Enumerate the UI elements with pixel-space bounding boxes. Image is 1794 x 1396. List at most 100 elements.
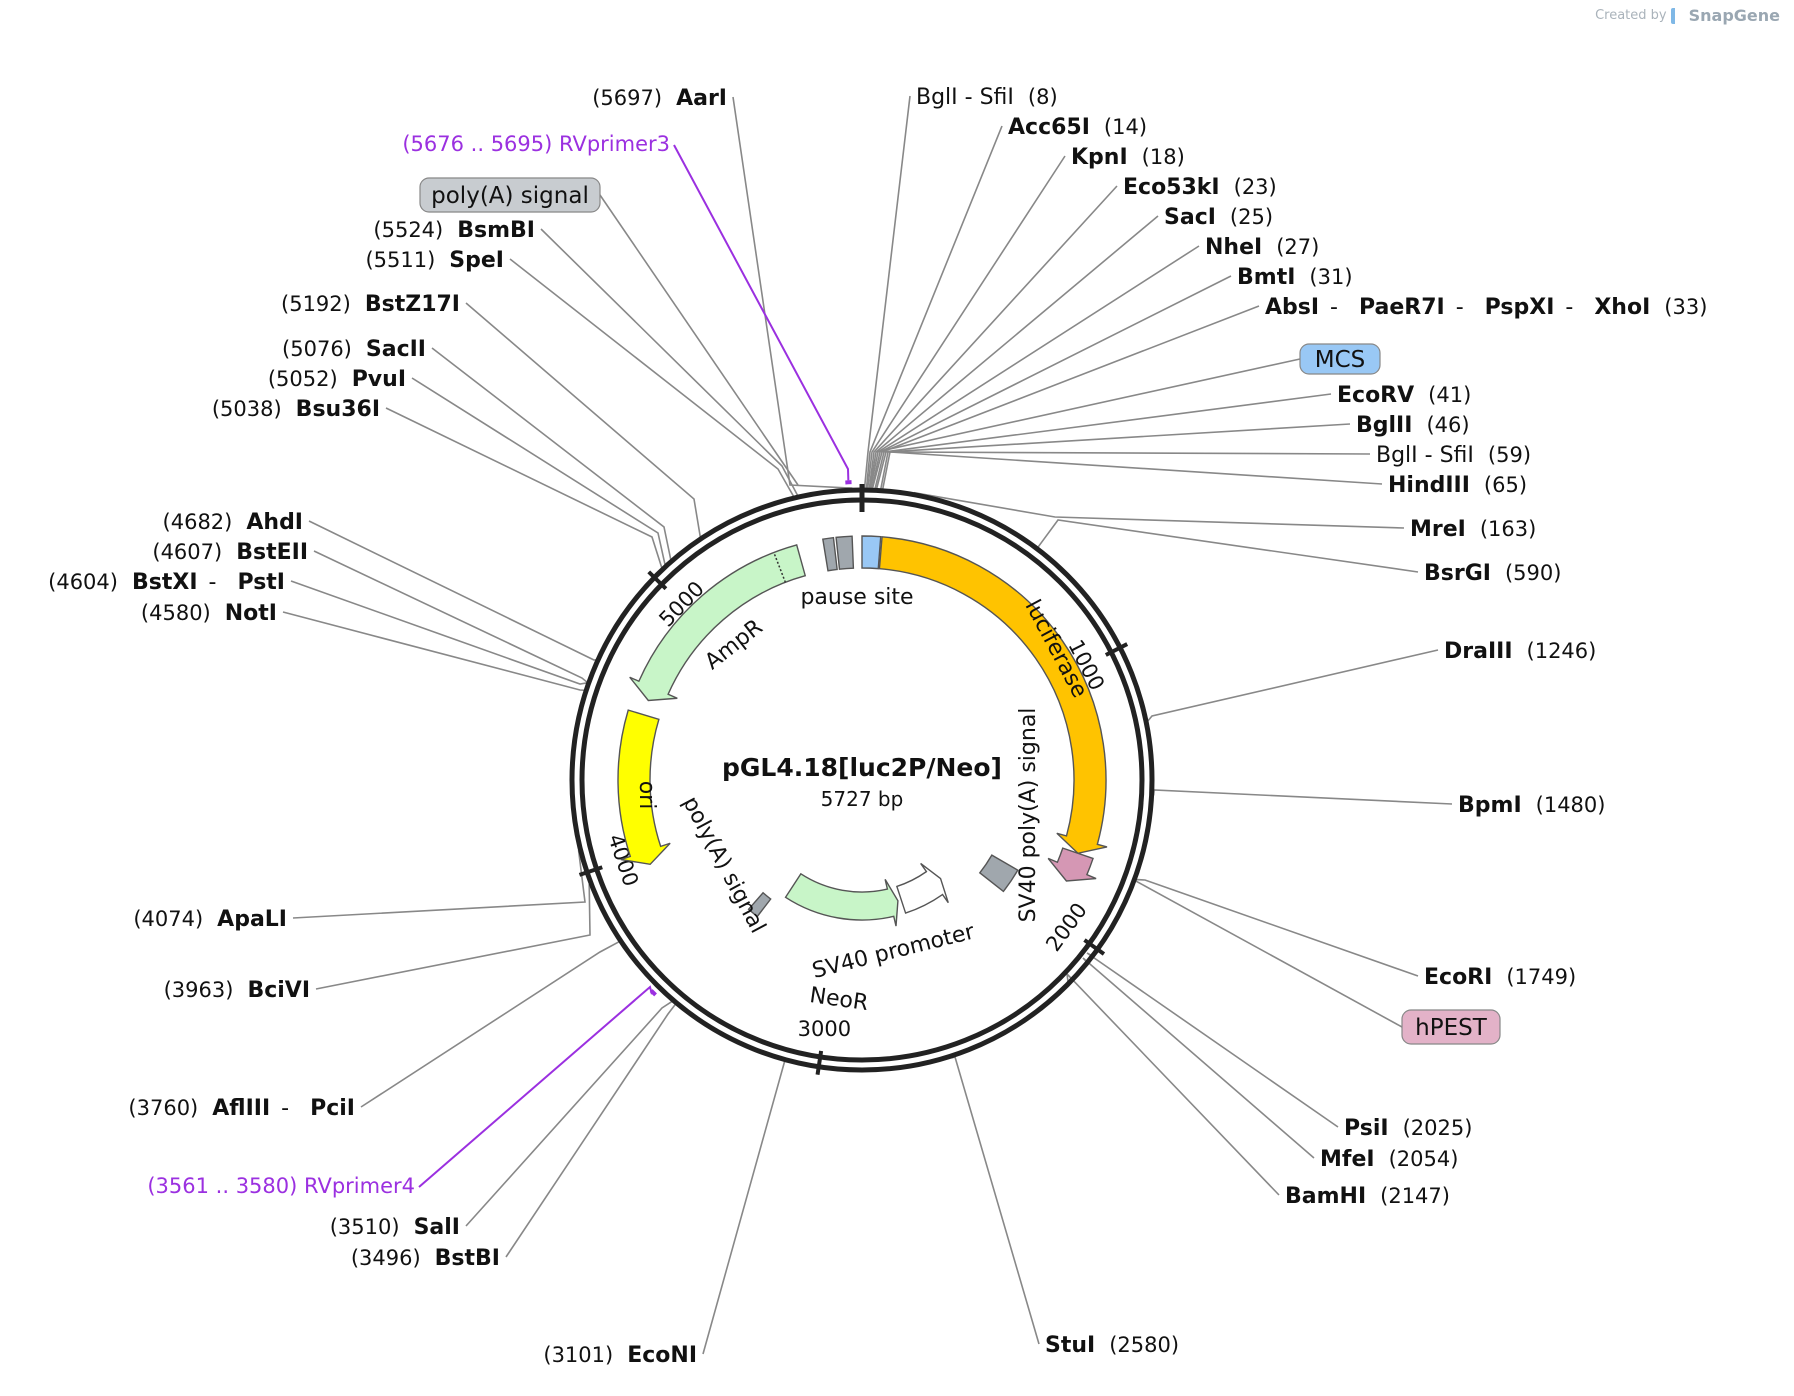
restriction-site-5192[interactable]: (5192)BstZ17I	[281, 292, 460, 317]
site-leader-2025	[1086, 952, 1339, 1128]
enzyme-name: AarI	[676, 86, 727, 111]
restriction-sites: (5697)AarI BglI - SfiI(8) Acc65I(14) KpnI(1…	[48, 85, 1707, 1368]
enzyme-name: SalI	[414, 1215, 460, 1240]
enzyme-name: PstI	[237, 570, 285, 595]
enzyme-name: NheI	[1205, 235, 1262, 260]
restriction-site-5524[interactable]: (5524)BsmBI	[373, 218, 535, 243]
site-position: (4580)	[141, 601, 211, 625]
site-separator: -	[1323, 295, 1345, 320]
callout-box-mcs[interactable]	[1299, 343, 1381, 375]
primer-leader-5676	[673, 144, 850, 481]
feature-pause-site-2[interactable]	[822, 536, 838, 572]
restriction-site-3760[interactable]: (3760)AflIII - PciI	[128, 1096, 355, 1121]
restriction-site-4607[interactable]: (4607)BstEII	[152, 540, 308, 565]
restriction-site-2580[interactable]: StuI(2580)	[1045, 1333, 1179, 1358]
restriction-site-18[interactable]: KpnI(18)	[1071, 145, 1185, 170]
callout-label-hpest: hPEST	[1415, 1015, 1488, 1041]
feature-neor[interactable]	[784, 872, 899, 927]
enzyme-name: PvuI	[352, 367, 406, 392]
restriction-site-41[interactable]: EcoRV(41)	[1337, 383, 1471, 408]
restriction-site-5697[interactable]: (5697)AarI	[592, 86, 727, 111]
enzyme-name: Acc65I	[1008, 115, 1090, 140]
restriction-site-1246[interactable]: DraIII(1246)	[1444, 639, 1596, 664]
site-position: (23)	[1234, 175, 1277, 199]
site-leader-5038	[385, 407, 663, 568]
site-position: (590)	[1505, 561, 1561, 585]
enzyme-name: PspXI	[1485, 295, 1555, 320]
restriction-site-31[interactable]: BmtI(31)	[1237, 265, 1353, 290]
restriction-site-3510[interactable]: (3510)SalI	[330, 1215, 460, 1240]
restriction-site-14[interactable]: Acc65I(14)	[1008, 115, 1147, 140]
site-leader-5076	[431, 347, 672, 560]
primer-label-3561[interactable]: (3561 .. 3580) RVprimer4	[147, 1174, 415, 1198]
restriction-site-1480[interactable]: BpmI(1480)	[1458, 793, 1605, 818]
callout-box-hpest[interactable]	[1401, 1009, 1501, 1045]
restriction-site-2025[interactable]: PsiI(2025)	[1344, 1116, 1472, 1141]
restriction-site-5038[interactable]: (5038)Bsu36I	[212, 397, 380, 422]
feature-hpest[interactable]	[1047, 847, 1097, 882]
feature-label-pause-site: pause site	[800, 585, 913, 610]
restriction-site-23[interactable]: Eco53kI(23)	[1123, 175, 1277, 200]
callout-leader-poly-a-signal	[599, 194, 799, 486]
feature-ori[interactable]	[617, 709, 671, 866]
enzyme-name: SacII	[366, 337, 426, 362]
restriction-site-5511[interactable]: (5511)SpeI	[365, 248, 504, 273]
restriction-site-8[interactable]: BglI - SfiI(8)	[916, 85, 1058, 110]
restriction-site-4580[interactable]: (4580)NotI	[141, 601, 277, 626]
restriction-site-2054[interactable]: MfeI(2054)	[1320, 1147, 1458, 1172]
plasmid-length: 5727 bp	[821, 787, 904, 811]
restriction-site-4604[interactable]: (4604)BstXI - PstI	[48, 570, 285, 595]
site-position: (5511)	[365, 248, 435, 272]
restriction-site-4682[interactable]: (4682)AhdI	[163, 510, 303, 535]
primer-label-5676[interactable]: (5676 .. 5695) RVprimer3	[402, 132, 670, 156]
restriction-site-59[interactable]: BglI - SfiI(59)	[1376, 443, 1531, 468]
site-leader-2147	[1065, 971, 1280, 1196]
site-leader-5192	[465, 302, 702, 538]
site-position: (1480)	[1536, 793, 1606, 817]
restriction-site-25[interactable]: SacI(25)	[1164, 205, 1273, 230]
site-leader-590	[1037, 519, 1419, 573]
restriction-site-5052[interactable]: (5052)PvuI	[268, 367, 406, 392]
site-separator: BglI - SfiI	[1376, 443, 1474, 468]
site-position: (2025)	[1403, 1116, 1473, 1140]
feature-pause-site[interactable]	[835, 535, 855, 570]
site-position: (65)	[1484, 473, 1527, 497]
restriction-site-33[interactable]: AbsI - PaeR7I - PspXI - XhoI(33)	[1265, 295, 1707, 320]
restriction-site-46[interactable]: BglII(46)	[1356, 413, 1470, 438]
enzyme-name: StuI	[1045, 1333, 1095, 1358]
site-separator: -	[274, 1096, 296, 1121]
feature-sv40-promoter[interactable]	[895, 862, 949, 914]
restriction-site-3101[interactable]: (3101)EcoNI	[543, 1343, 697, 1368]
feature-sv40-poly-a-signal[interactable]	[978, 854, 1019, 893]
enzyme-name: BstXI	[132, 570, 198, 595]
enzyme-name: Bsu36I	[296, 397, 380, 422]
feature-poly-a-signal[interactable]	[747, 891, 772, 918]
callout-box-poly-a-signal[interactable]	[419, 177, 601, 213]
site-leader-5511	[509, 258, 795, 497]
site-position: (33)	[1664, 295, 1707, 319]
feature-luciferase[interactable]	[878, 536, 1108, 855]
feature-label-neor: NeoR	[808, 983, 870, 1016]
primer-mark-3561-3580-rvprimer4	[649, 989, 657, 997]
site-position: (4604)	[48, 570, 118, 594]
plasmid-center: pGL4.18[luc2P/Neo] 5727 bp	[722, 753, 1002, 811]
restriction-site-163[interactable]: MreI(163)	[1410, 517, 1536, 542]
enzyme-name: PaeR7I	[1359, 295, 1445, 320]
feature-mcs[interactable]	[861, 535, 882, 570]
ruler-tick-1000	[1104, 642, 1129, 657]
restriction-site-3963[interactable]: (3963)BciVI	[164, 978, 310, 1003]
restriction-site-590[interactable]: BsrGI(590)	[1424, 561, 1561, 586]
enzyme-name: HindIII	[1388, 473, 1470, 498]
callout-leader-hpest	[1133, 879, 1403, 1028]
restriction-site-65[interactable]: HindIII (65)	[1388, 473, 1527, 498]
restriction-site-5076[interactable]: (5076)SacII	[282, 337, 426, 362]
restriction-site-1749[interactable]: EcoRI(1749)	[1424, 965, 1576, 990]
restriction-site-3496[interactable]: (3496)BstBI	[351, 1246, 500, 1271]
feature-ampr[interactable]	[629, 544, 807, 702]
site-leader-4074	[292, 850, 586, 919]
restriction-site-27[interactable]: NheI(27)	[1205, 235, 1319, 260]
restriction-site-2147[interactable]: BamHI(2147)	[1285, 1184, 1450, 1209]
restriction-site-4074[interactable]: (4074)ApaLI	[133, 907, 287, 932]
